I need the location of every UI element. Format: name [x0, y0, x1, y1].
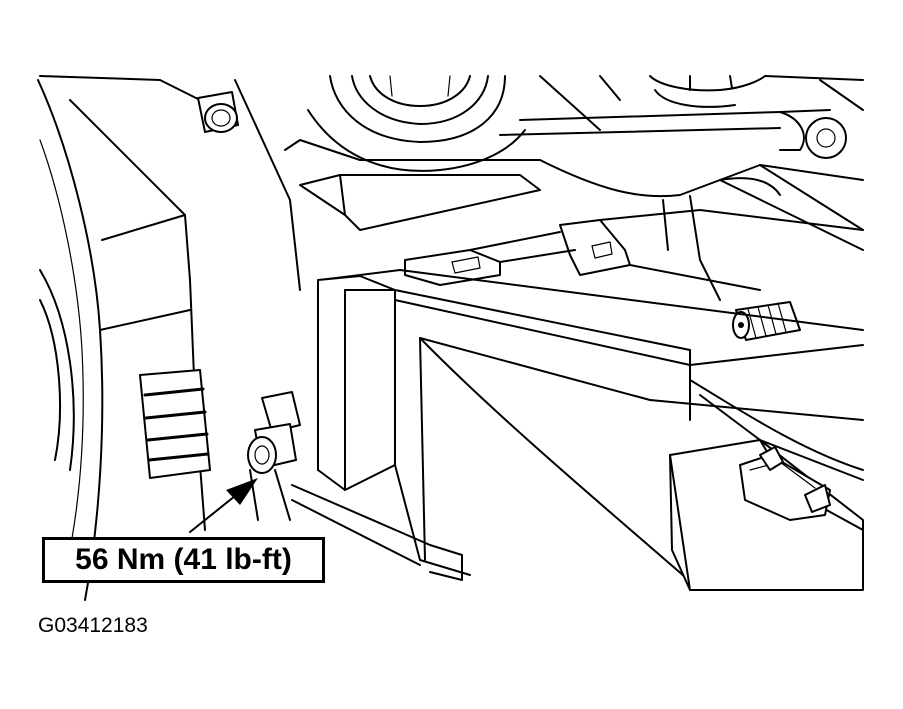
- pulley: [307, 75, 526, 172]
- interior-panel: [419, 337, 864, 591]
- torque-spec-label: 56 Nm (41 lb-ft): [42, 537, 325, 583]
- top-stud: [197, 91, 239, 133]
- torque-bolt: [247, 391, 463, 581]
- mounting-plate: [404, 159, 864, 301]
- upper-bracket: [234, 75, 864, 291]
- leader-arrow: [189, 478, 258, 533]
- threaded-stud: [732, 301, 801, 341]
- figure-id-label: G03412183: [38, 614, 148, 637]
- central-upright: [317, 269, 864, 576]
- left-curved-panel: [37, 75, 206, 601]
- ribbed-block: [139, 369, 211, 479]
- lower-right-box: [669, 439, 864, 591]
